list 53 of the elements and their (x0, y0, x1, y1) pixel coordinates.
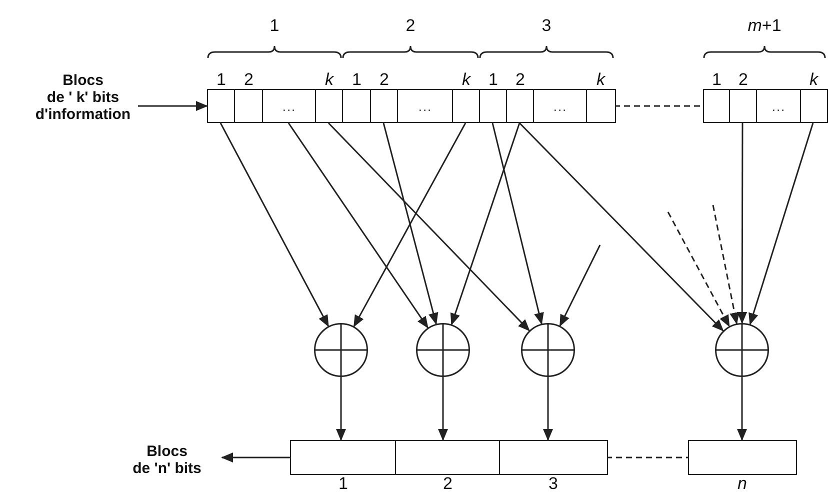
arrow (737, 123, 748, 324)
bit-index: 1 (712, 71, 722, 89)
register-cell: ... (533, 89, 588, 123)
bit-index: 1 (488, 71, 498, 89)
arrow (543, 377, 553, 441)
xor-symbol (314, 323, 368, 377)
bit-index: 2 (443, 475, 452, 493)
bit-index: 2 (380, 71, 389, 89)
register-cell: ... (262, 89, 316, 123)
arrow (221, 452, 290, 462)
bit-index: k (810, 71, 818, 89)
xor-symbol (416, 323, 470, 377)
bit-index: n (738, 475, 747, 493)
arrow (353, 122, 466, 328)
arrow (220, 122, 329, 328)
block-label: de ' k' bits d'information (34, 89, 132, 123)
bit-index: 1 (352, 71, 362, 89)
dashed-line (712, 204, 740, 324)
bit-index: 2 (738, 71, 748, 89)
arrow (748, 122, 814, 326)
arrow (382, 122, 438, 325)
group-number: 3 (542, 16, 552, 36)
bit-index: 2 (516, 71, 525, 89)
block-label: Blocs (62, 72, 104, 89)
block-label: de 'n' bits (132, 460, 202, 477)
bit-index: k (325, 71, 334, 89)
arrow (138, 101, 208, 111)
group-number: 1 (270, 16, 280, 36)
arrow (288, 122, 428, 328)
dashed-line (606, 456, 688, 458)
group-number: 2 (406, 16, 416, 36)
register-cell: ... (397, 89, 454, 123)
bit-index: 3 (548, 475, 558, 493)
arrow (559, 244, 601, 327)
bit-index: k (462, 71, 470, 89)
group-number: m+1 (748, 16, 782, 36)
bit-index: 1 (338, 475, 348, 493)
register-cell: ... (756, 89, 802, 123)
arrow (328, 122, 530, 332)
dashed-line (614, 105, 703, 107)
block-label: Blocs (146, 443, 188, 460)
arrow (336, 377, 346, 441)
bit-index: 2 (244, 71, 254, 89)
arrow (737, 377, 747, 441)
xor-symbol (521, 323, 575, 377)
arrow (438, 377, 448, 441)
bit-index: k (596, 71, 605, 89)
arrow (492, 122, 544, 325)
xor-symbol (715, 323, 769, 377)
dashed-line (667, 212, 730, 328)
bit-index: 1 (216, 71, 226, 89)
arrow (518, 122, 724, 332)
arrow (450, 122, 520, 326)
